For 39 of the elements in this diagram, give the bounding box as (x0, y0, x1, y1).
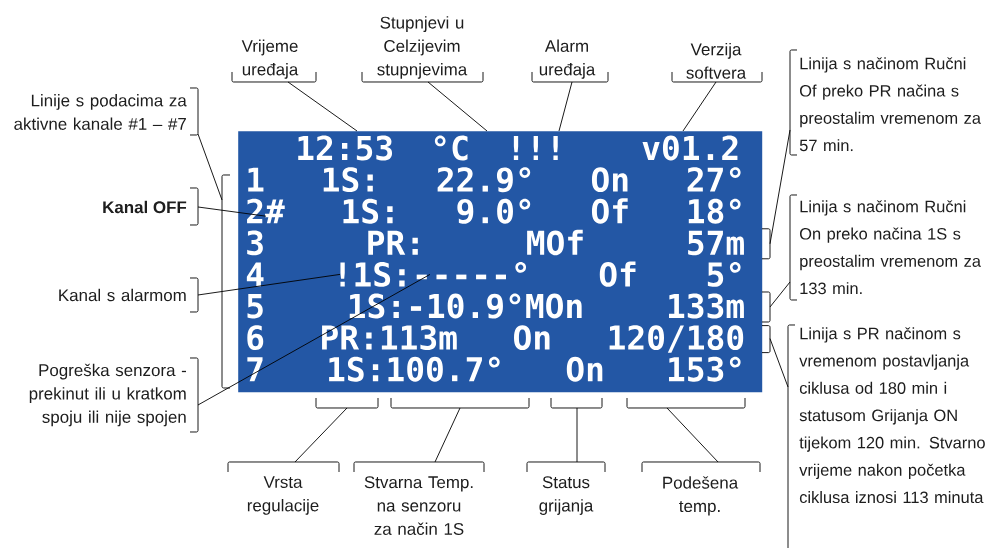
leader-line (197, 273, 341, 296)
leader-line (682, 81, 717, 132)
leader-line (576, 407, 578, 463)
leader-line (197, 273, 431, 406)
leader-line (761, 129, 791, 260)
display-row: 5 1S:-10.9°MOn 133m (247, 293, 744, 319)
callout-text: Kanal s alarmom (59, 288, 186, 302)
leader-line (197, 206, 267, 217)
callout-text: Verzija softvera (686, 42, 747, 79)
display-row: 3 PR: MOf 57m (247, 229, 744, 256)
leader-line (427, 81, 488, 132)
leader-line (666, 407, 719, 463)
callout-text: Vrijeme uređaja (241, 39, 299, 79)
display-row: 4 !1S:-----° Of 5° (246, 261, 741, 287)
leader-line (761, 281, 791, 323)
display-row: 1 1S: 22.9° On 27° (248, 167, 741, 193)
leader-line (287, 81, 358, 132)
display-row: 7 1S:100.7° On 153° (247, 356, 741, 382)
callout-text: Alarm uređaja (539, 39, 596, 79)
leader-line (294, 407, 348, 463)
callout-text: Pogreška senzora - prekinut ili u kratkom spoju ili nije spojen (29, 363, 187, 427)
callout-text: Linija s načinom Ručni On preko načina 1S s preostalim vremenom za 133 min. (800, 200, 981, 295)
callout-text: Vrsta regulacije (247, 476, 319, 515)
lcd-screen (238, 131, 763, 393)
leader-line (558, 81, 573, 132)
callout-text: Linije s podacima za aktivne kanale #1 – #7 (14, 94, 187, 130)
callout-text: Status grijanja (539, 476, 594, 515)
leader-line (761, 325, 789, 388)
callout-text: Stvarna Temp. na senzoru za način 1S (364, 476, 473, 535)
leader-line (434, 407, 461, 463)
leader-line (197, 133, 223, 201)
callout-text: Linija s načinom Ručni Of preko PR načina s preostalim vremenom za 57 min. (799, 57, 981, 152)
display-row: 6 PR:113m On 120/180 (247, 325, 744, 353)
callout-text: Podešena temp. (663, 476, 739, 516)
display-row: 2# 1S: 9.0° Of 18° (247, 198, 741, 224)
callout-text: Linija s PR načinom s vremenom postavljanja ciklusa od 180 min i statusom Grijanja ON tijekom 120 min. Stvarno vrijeme nakon početka ciklusa iznosi 113 minuta (799, 327, 985, 504)
callout-text: Stupnjevi u Celzijevim stupnjevima (377, 16, 468, 79)
display-row: 12:53 °C !!! v01.2 (298, 135, 738, 161)
callout-text: Kanal OFF (103, 200, 187, 214)
